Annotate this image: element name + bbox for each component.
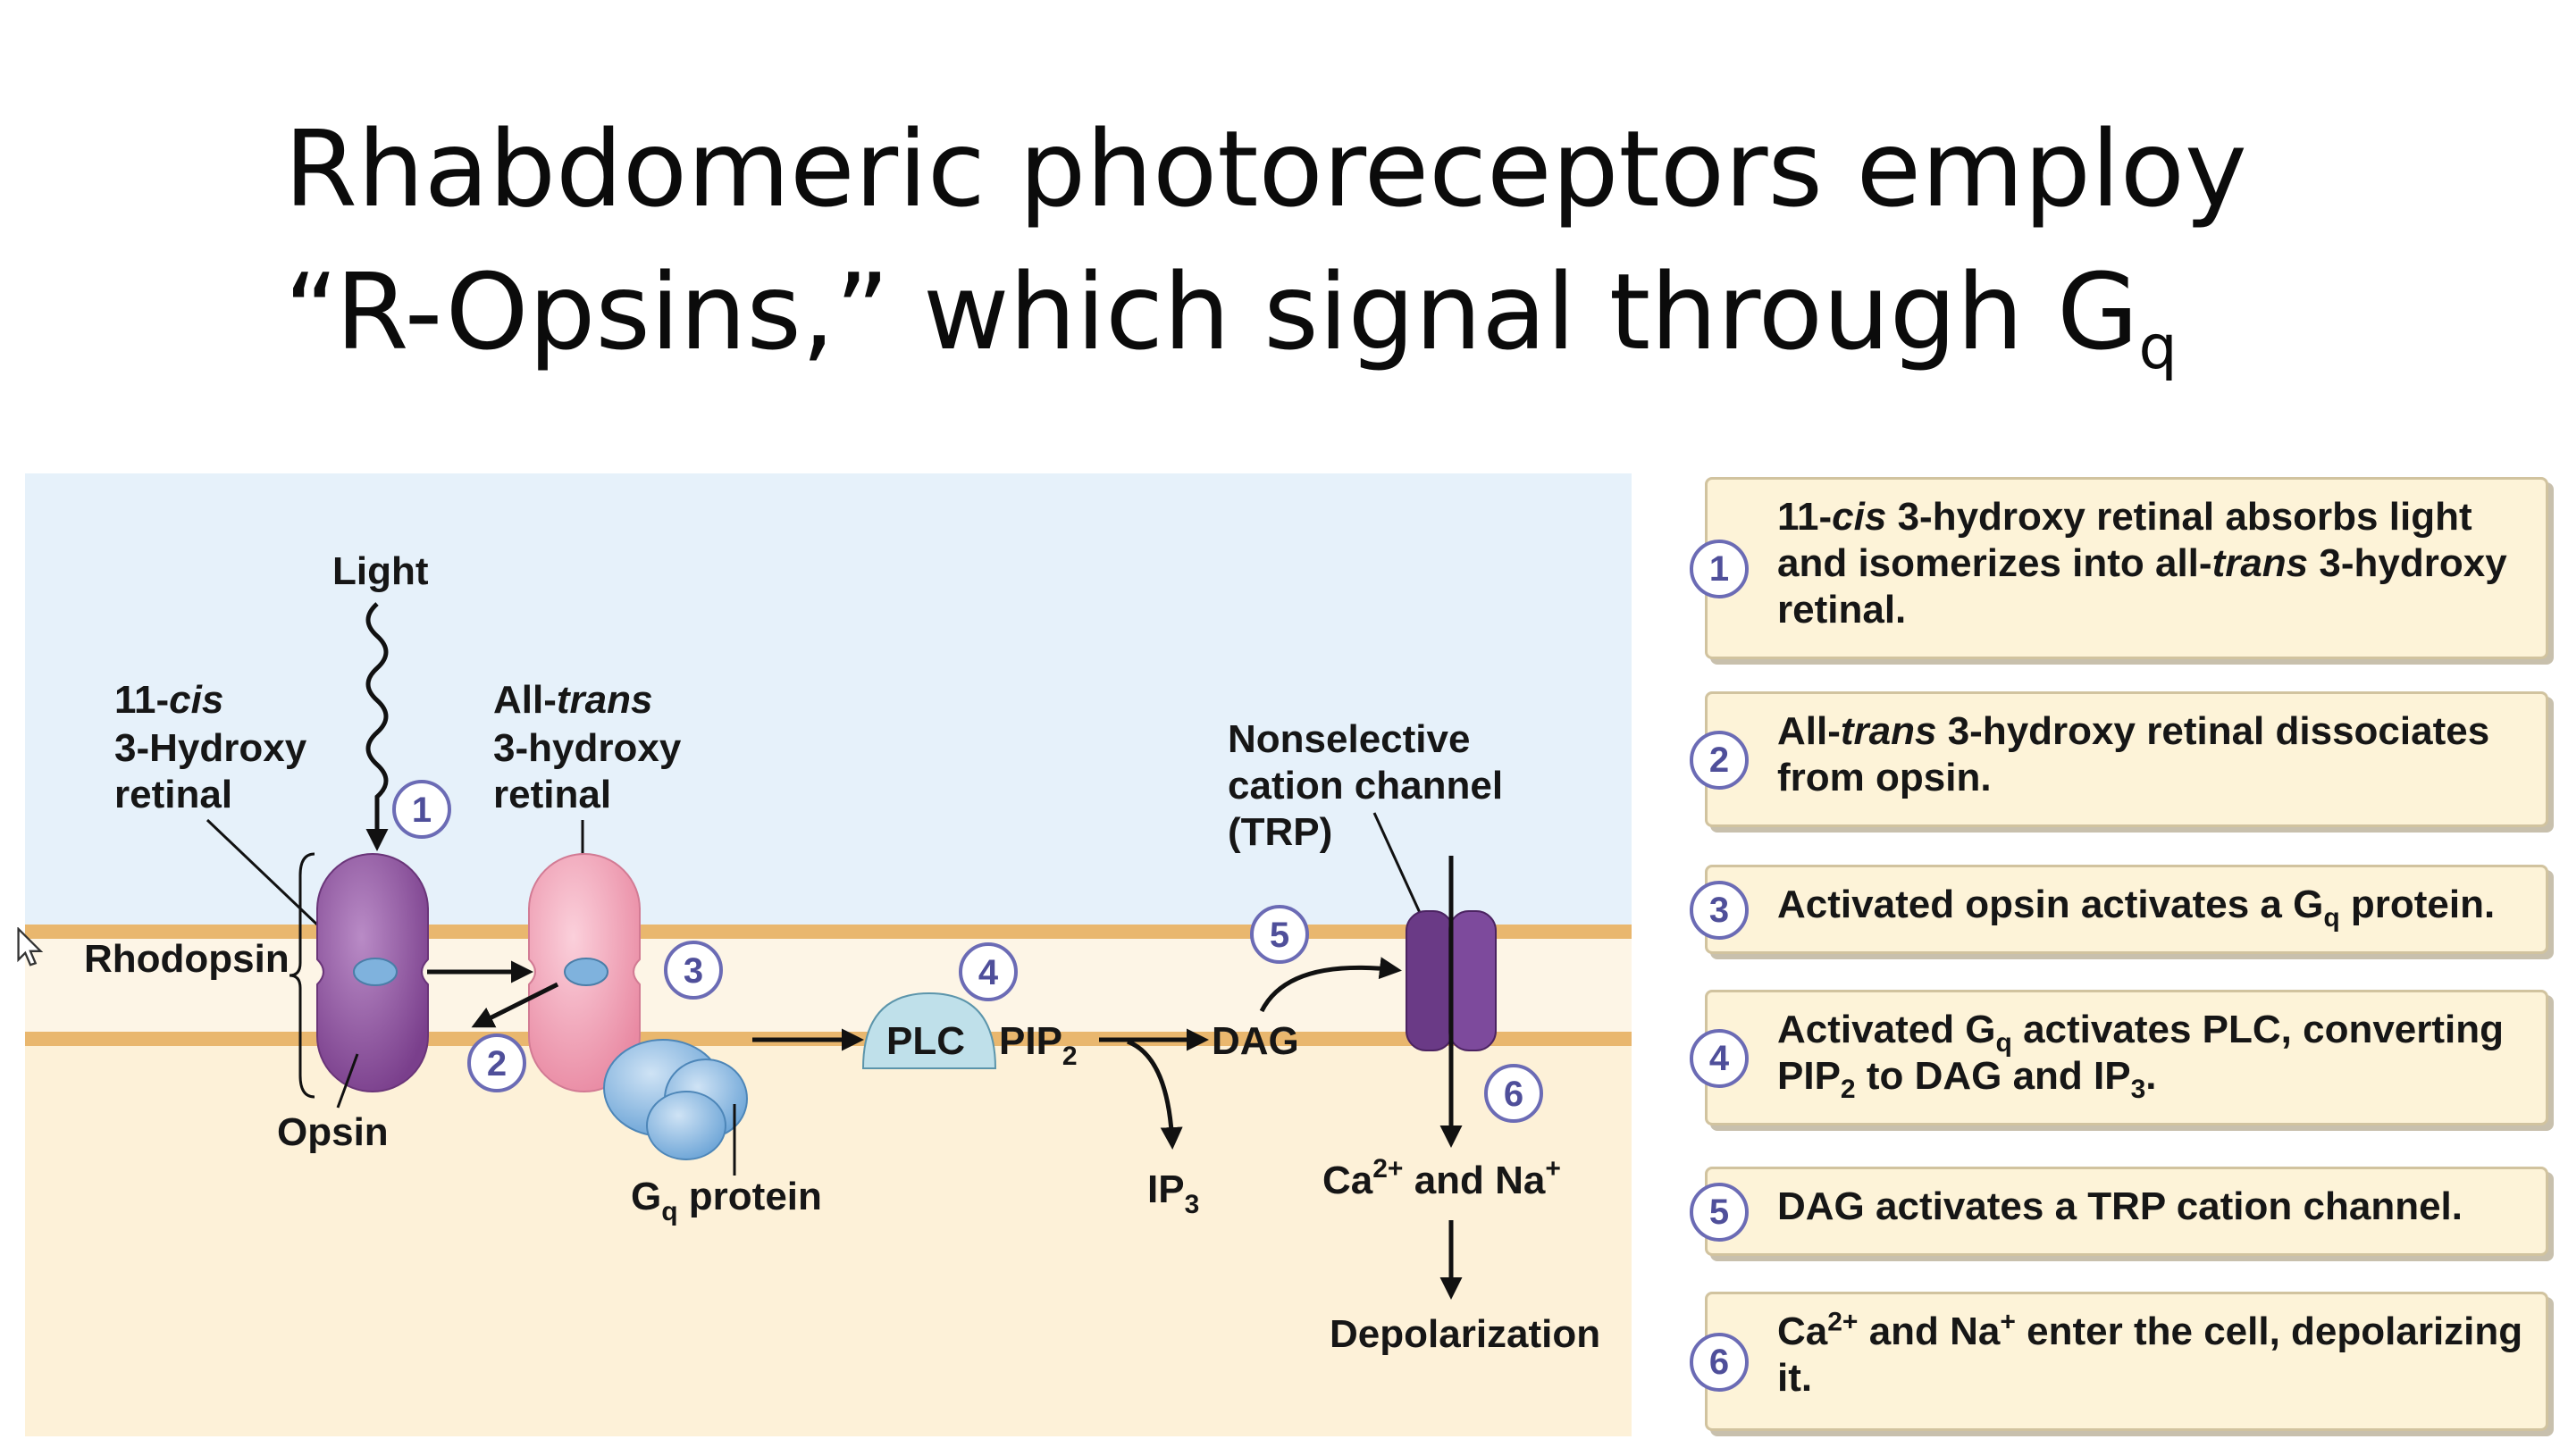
dissociate-arrow <box>471 982 559 1028</box>
depolarization-label: Depolarization <box>1330 1312 1600 1356</box>
pip2-label: PIP2 <box>999 1019 1078 1071</box>
diagram-figure <box>25 473 1632 1436</box>
step-marker-1: 1 <box>392 780 451 839</box>
title-line-1: Rhabdomeric photoreceptors employ <box>284 107 2247 231</box>
opsin-pointer <box>336 1053 359 1109</box>
step-box-4: 4 Activated Gq activates PLC, converting… <box>1690 990 2548 1125</box>
step-badge-2: 2 <box>1690 731 1749 790</box>
trp-channel-left <box>1406 910 1454 1051</box>
channel-label-line2: cation channel <box>1228 764 1503 807</box>
trans-retinal-label-line1: All-trans <box>493 678 652 722</box>
slide-title: Rhabdomeric photoreceptors employ “R-Ops… <box>284 97 2339 383</box>
rhodopsin-label: Rhodopsin <box>84 937 290 981</box>
svg-text:3: 3 <box>684 951 703 991</box>
light-label: Light <box>332 549 429 593</box>
opsin-label: Opsin <box>277 1110 389 1154</box>
ip3-label: IP3 <box>1147 1167 1199 1219</box>
channel-label-line1: Nonselective <box>1228 717 1470 761</box>
cis-retinal-label-line2: 3-Hydroxy <box>114 726 307 770</box>
step-badge-3: 3 <box>1690 881 1749 940</box>
plc-label: PLC <box>886 1019 965 1063</box>
step-badge-4: 4 <box>1690 1029 1749 1088</box>
svg-text:4: 4 <box>978 953 999 992</box>
plc-shape <box>861 992 997 1069</box>
trans-retinal-chromophore <box>564 958 608 986</box>
step-box-2: 2 All-trans 3-hydroxy retinal dissociate… <box>1690 691 2548 827</box>
channel-label-line3: (TRP) <box>1228 810 1332 854</box>
ions-label: Ca2+ and Na+ <box>1322 1154 1561 1202</box>
step-box-3: 3 Activated opsin activates a Gq protein… <box>1690 865 2548 954</box>
step-marker-6: 6 <box>1484 1064 1543 1123</box>
trans-retinal-label-line2: 3-hydroxy <box>493 726 682 770</box>
step-badge-1: 1 <box>1690 540 1749 598</box>
step-marker-4: 4 <box>959 942 1018 1001</box>
pip2-to-ip3-arrow <box>1127 1039 1183 1150</box>
trp-channel-right <box>1448 910 1497 1051</box>
dag-label: DAG <box>1212 1019 1299 1063</box>
svg-text:2: 2 <box>487 1044 507 1084</box>
step-box-6: 6 Ca2+ and Na+ enter the cell, depolariz… <box>1690 1292 2548 1431</box>
cis-retinal-chromophore <box>353 958 398 986</box>
rhodopsin-bracket <box>289 852 315 1099</box>
step-badge-5: 5 <box>1690 1183 1749 1242</box>
cell-membrane <box>25 925 1632 1046</box>
trans-retinal-label-line3: retinal <box>493 773 611 816</box>
cis-retinal-label-line3: retinal <box>114 773 232 816</box>
title-line-2: “R-Opsins,” which signal through Gq <box>284 250 2178 384</box>
svg-text:1: 1 <box>412 791 432 830</box>
step-box-1: 1 11-cis 3-hydroxy retinal absorbs light… <box>1690 477 2548 659</box>
step-badge-6: 6 <box>1690 1333 1749 1392</box>
svg-text:6: 6 <box>1504 1075 1523 1114</box>
channel-pointer <box>1372 812 1422 916</box>
step-marker-2: 2 <box>467 1033 526 1092</box>
dag-to-trp-arrow <box>1259 957 1402 1013</box>
light-wave-icon <box>365 602 389 851</box>
cis-retinal-label-line1: 11-cis <box>114 678 223 722</box>
step-marker-5: 5 <box>1250 905 1309 964</box>
step-box-5: 5 DAG activates a TRP cation channel. <box>1690 1167 2548 1256</box>
step-marker-3: 3 <box>664 941 723 1000</box>
extracellular-region <box>25 473 1632 925</box>
gq-protein-label: Gq protein <box>631 1175 822 1226</box>
gq-subunit-gamma <box>646 1091 726 1160</box>
mouse-cursor-icon <box>17 927 44 966</box>
svg-text:5: 5 <box>1270 916 1289 955</box>
